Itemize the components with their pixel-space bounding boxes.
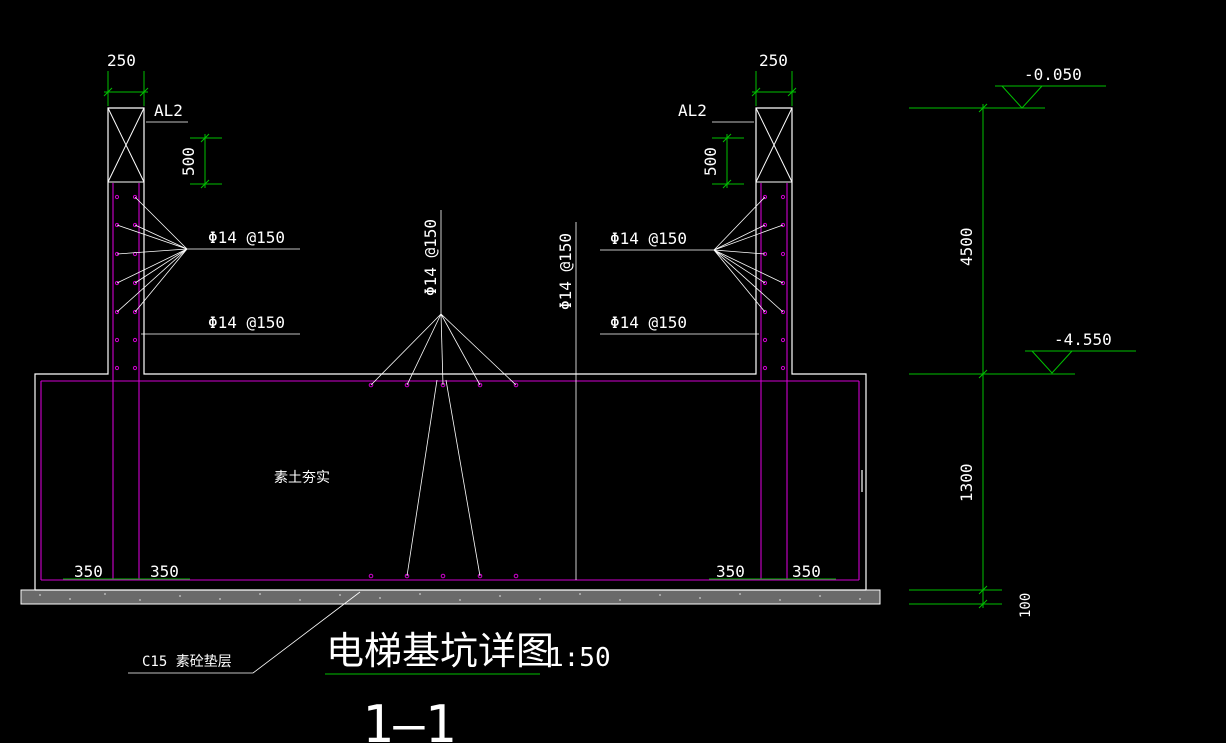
dim-bottom-1-label: 350: [74, 562, 103, 581]
dim-wall-left-label: 250: [107, 51, 136, 70]
pad-note-label: C15 素砼垫层: [142, 654, 232, 670]
section-mark: 1—1: [362, 695, 456, 743]
drawing-title: 电梯基坑详图: [326, 629, 554, 673]
dim-wall-right-label: 250: [759, 51, 788, 70]
beam-al2-right: [755, 107, 793, 183]
dim-bottom-2-label: 350: [150, 562, 179, 581]
dim-beam-right-label: 500: [701, 147, 720, 176]
concrete-pad: [20, 589, 881, 605]
beam-left-label: AL2: [154, 101, 183, 120]
dimension-lines: [63, 71, 1136, 675]
rebar-leaders: [116, 121, 784, 674]
drawing-scale: 1:50: [548, 643, 611, 673]
dim-pad-label: 100: [1018, 593, 1034, 618]
fill-note-label: 素土夯实: [274, 470, 330, 486]
dim-lower-label: 1300: [957, 463, 976, 502]
dim-beam-left-label: 500: [179, 147, 198, 176]
rebar-left-top-label: Φ14 @150: [208, 228, 285, 247]
rebar-center-left-label: Φ14 @150: [421, 219, 440, 296]
elevation-bottom-label: -4.550: [1054, 330, 1112, 349]
rebar-left-bottom-label: Φ14 @150: [208, 313, 285, 332]
rebar-center-right-label: Φ14 @150: [556, 233, 575, 310]
rebar-right-top-label: Φ14 @150: [610, 229, 687, 248]
beam-right-label: AL2: [678, 101, 707, 120]
dim-bottom-4-label: 350: [792, 562, 821, 581]
dim-upper-label: 4500: [957, 227, 976, 266]
rebar-cage: [40, 183, 860, 581]
pit-outline: [34, 107, 867, 590]
concrete-pad-texture: [39, 593, 861, 601]
elevation-top-label: -0.050: [1024, 65, 1082, 84]
rebar-right-bottom-label: Φ14 @150: [610, 313, 687, 332]
dim-bottom-3-label: 350: [716, 562, 745, 581]
rebar-points: [114, 194, 786, 579]
beam-al2-left: [107, 107, 145, 183]
